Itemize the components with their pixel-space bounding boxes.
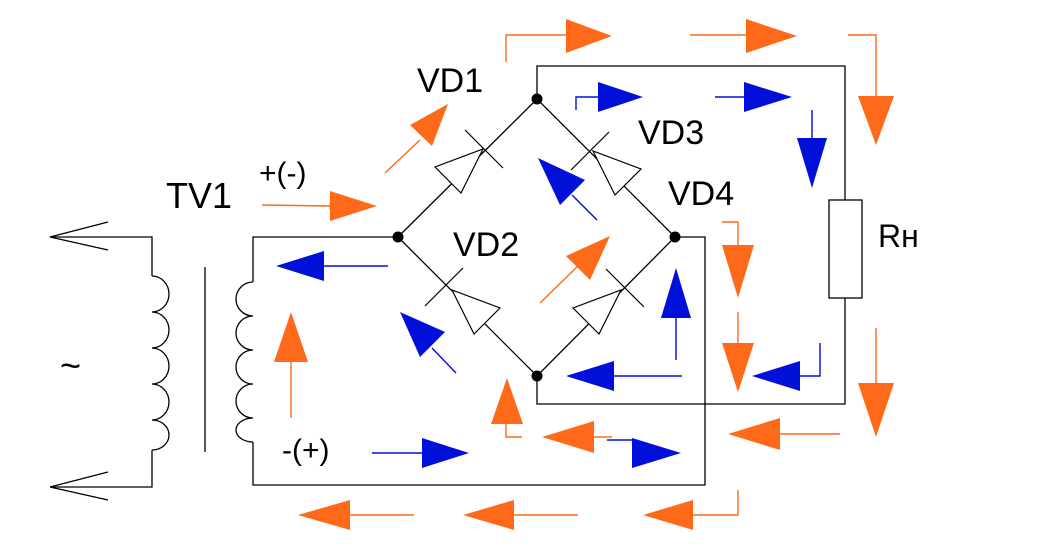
blue-vd3-head: [538, 158, 585, 205]
orange-right-lead-wire-1: [722, 221, 739, 245]
orange-current-arrows: [261, 19, 894, 530]
blue-top-wire-1: [575, 96, 600, 110]
junction-right: [669, 231, 681, 243]
labels: TV1 +(-) VD1 VD3 VD4 VD2 Rн ~ -(+): [60, 62, 919, 467]
secondary-winding: [235, 281, 254, 443]
diode-vd1: [433, 129, 504, 195]
blue-bottom-left-head: [566, 361, 614, 391]
load-top-wire: [536, 65, 846, 200]
input-arrow-top: [49, 221, 109, 251]
orange-bottom-up-head: [491, 378, 523, 424]
junction-top: [531, 93, 543, 105]
input-arrow-bottom: [49, 471, 109, 501]
secondary-top-lead: [252, 236, 398, 282]
orange-top-head-2: [746, 19, 797, 53]
orange-right-lead-head-2: [722, 343, 754, 392]
primary-bottom-lead: [50, 450, 153, 488]
orange-bottom-lead-head-1: [643, 500, 693, 530]
label-vd3: VD3: [638, 114, 704, 152]
blue-vd2-head: [400, 312, 445, 357]
orange-return-head: [728, 418, 780, 450]
blue-load-return-head: [752, 361, 800, 391]
label-vd4: VD4: [668, 175, 734, 213]
diode-vd3: [570, 131, 643, 197]
blue-top-head-1: [598, 82, 643, 112]
label-vd1: VD1: [417, 62, 483, 100]
orange-arrow-tv1: [261, 202, 337, 210]
label-vd2: VD2: [453, 226, 519, 264]
diode-vd2: [424, 267, 502, 336]
label-rn: Rн: [878, 218, 919, 254]
orange-top-head-3: [858, 96, 894, 145]
blue-current-arrows: [276, 82, 827, 468]
orange-bottom-head-1: [542, 421, 594, 453]
primary-winding: [151, 275, 170, 451]
load-resistor: [828, 199, 863, 299]
orange-top-wire-1: [505, 34, 570, 62]
blue-secondary-bottom-head-1: [422, 438, 469, 468]
blue-top-head-2: [744, 82, 792, 112]
orange-top-head-1: [566, 19, 612, 53]
blue-vd3-wire: [571, 194, 598, 221]
blue-secondary-top-head: [276, 251, 324, 281]
blue-right-down-head: [797, 138, 827, 188]
orange-arrow-vd1-head: [410, 104, 448, 146]
label-tilde: ~: [60, 345, 81, 386]
label-tv1: TV1: [166, 175, 232, 216]
label-plus-minus: +(-): [259, 157, 307, 190]
orange-vd4-arrow: [539, 265, 579, 304]
orange-secondary-up-head: [274, 312, 308, 362]
orange-top-wire-3: [848, 34, 877, 100]
junction-left: [392, 231, 404, 243]
orange-bottom-up-wire: [505, 422, 522, 438]
junction-dots: [392, 93, 681, 382]
secondary-bottom-lead: [252, 236, 706, 486]
primary-top-lead: [50, 236, 153, 276]
blue-secondary-bottom-wire-2: [607, 439, 634, 453]
blue-vd2-wire: [431, 347, 457, 374]
orange-bottom-lead-head-3: [298, 500, 350, 530]
orange-bottom-lead-head-2: [463, 500, 514, 530]
orange-arrow-tv1-head: [330, 191, 377, 221]
load-bottom-wire: [536, 298, 846, 405]
orange-right-down-head: [858, 383, 894, 437]
orange-right-lead-head-1: [722, 245, 754, 298]
junction-bottom: [531, 370, 543, 382]
blue-secondary-bottom-head-2: [632, 438, 681, 468]
diode-vd4: [571, 268, 645, 336]
orange-vd4-head: [566, 236, 610, 280]
orange-arrow-vd1: [384, 139, 421, 174]
blue-load-return-wire: [795, 343, 821, 377]
orange-bottom-lead-wire-1: [692, 490, 739, 516]
blue-vd4-up-head: [661, 268, 691, 318]
label-minus-plus: -(+): [282, 434, 330, 467]
